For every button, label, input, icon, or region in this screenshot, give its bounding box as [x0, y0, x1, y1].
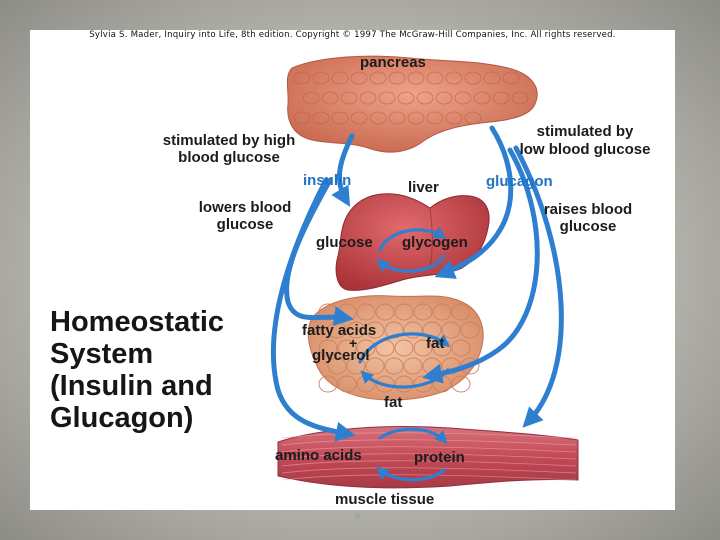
homeostasis-diagram: pancreas stimulated by high blood glucos…: [163, 54, 651, 508]
title-line-2: System: [50, 338, 154, 370]
label-fat-right: fat: [426, 335, 444, 352]
label-glucagon: glucagon: [486, 173, 553, 190]
label-amino-acids: amino acids: [275, 447, 362, 464]
label-glycogen: glycogen: [402, 234, 468, 251]
label-stimulated-low-1: stimulated by: [537, 123, 634, 140]
label-raises-1: raises blood: [544, 201, 632, 218]
label-lowers-1: lowers blood: [199, 199, 292, 216]
label-lowers-2: glucose: [217, 216, 274, 233]
label-muscle-tissue: muscle tissue: [335, 491, 434, 508]
label-stimulated-high-2: blood glucose: [178, 149, 280, 166]
label-fat-bottom: fat: [384, 394, 402, 411]
label-liver: liver: [408, 179, 439, 196]
label-stimulated-low-2: low blood glucose: [520, 141, 651, 158]
label-stimulated-high-1: stimulated by high: [163, 132, 296, 149]
insulin-arrows: [270, 133, 356, 442]
slide: Sylvia S. Mader, Inquiry into Life, 8th …: [30, 30, 675, 510]
reaction-cycle-arrows: [358, 226, 451, 482]
title-line-4: Glucagon): [50, 402, 194, 434]
label-fatty-acids: fatty acids: [302, 322, 376, 339]
slide-title: Homeostatic System (Insulin and Glucagon…: [50, 306, 280, 434]
muscle-tissue: [277, 426, 579, 489]
label-raises-2: glucose: [560, 218, 617, 235]
pancreas-organ: [286, 55, 538, 153]
label-glycerol: glycerol: [312, 347, 370, 364]
label-plus: +: [349, 335, 357, 351]
title-line-3: (Insulin and: [50, 370, 213, 402]
label-glucose: glucose: [316, 234, 373, 251]
page-number: 9: [355, 511, 361, 521]
glucagon-arrows: [422, 125, 564, 428]
copyright-caption: Sylvia S. Mader, Inquiry into Life, 8th …: [89, 30, 616, 40]
label-protein: protein: [414, 449, 465, 466]
title-line-1: Homeostatic: [50, 306, 225, 338]
label-pancreas: pancreas: [360, 54, 426, 71]
page-number-right: 1: [664, 511, 670, 521]
label-insulin: insulin: [303, 172, 351, 189]
